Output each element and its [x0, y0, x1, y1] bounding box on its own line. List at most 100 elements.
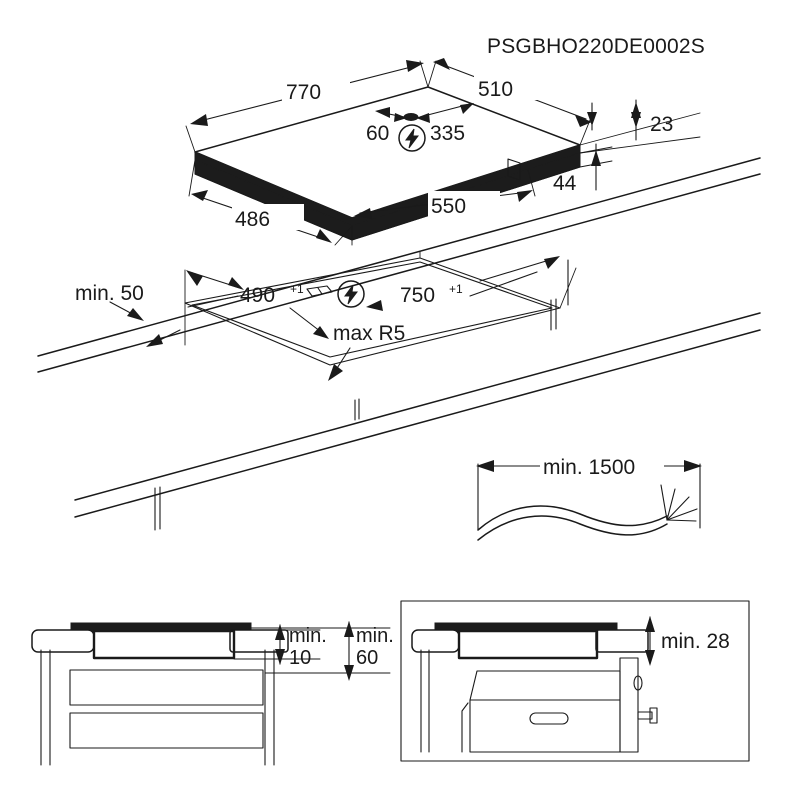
arrow-1500-right — [684, 460, 702, 472]
dim-min60-line2: 60 — [356, 647, 378, 669]
hob-body-section-left — [92, 629, 236, 660]
arrow-510-left — [433, 58, 450, 70]
arrow-486-left — [191, 190, 208, 201]
wire-5 — [666, 519, 697, 522]
arrow-770-left — [190, 114, 208, 126]
arrow-min10-down — [275, 624, 285, 640]
arrow-min50-b — [146, 334, 163, 347]
wire-2 — [666, 488, 676, 521]
dim-min-50: min. 50 — [75, 282, 144, 305]
electrical-connection-icon — [398, 124, 426, 152]
drawer-lower — [69, 712, 264, 749]
dim-23: 23 — [650, 113, 673, 136]
ext-486-b — [334, 225, 353, 246]
junction-box-icon — [306, 285, 333, 297]
oven-right-upright — [619, 657, 639, 753]
dimline-750-upper — [479, 257, 557, 282]
oven-hinge-detail — [633, 675, 643, 691]
arrow-min28-down — [645, 616, 655, 632]
figure-section-drawers: min. 10 min. 60 — [31, 621, 394, 766]
oven-screw-head — [649, 707, 658, 724]
oven-screw-shaft — [637, 711, 653, 720]
dim-490: 490 — [240, 284, 275, 307]
worktop-edge-upper — [37, 157, 761, 357]
cable-upper-line — [477, 505, 668, 531]
arrow-min50 — [127, 308, 144, 321]
arrow-335-right — [460, 103, 474, 114]
arrow-510-right — [575, 115, 592, 127]
ext-23-bot — [579, 136, 701, 154]
figure-section-oven: min. 28 — [400, 600, 750, 762]
oven-left-foot — [461, 702, 469, 753]
ext-770-a — [185, 125, 196, 153]
dimline-750-lower — [469, 271, 538, 297]
figure-hob-isometric: 770 510 60 335 23 — [185, 58, 701, 246]
oven-body — [469, 670, 621, 753]
section-oven-frame — [400, 600, 750, 762]
label-bg-510 — [474, 74, 542, 100]
dim-min10-line2: 10 — [289, 647, 311, 669]
arrow-60-right — [394, 113, 407, 122]
arrow-23-inner — [587, 112, 597, 126]
arrow-490-mid — [228, 277, 244, 290]
arrow-750-right — [544, 256, 560, 269]
dim-550: 550 — [431, 195, 466, 218]
arrow-min60-down — [344, 621, 354, 637]
ext-510-a — [427, 60, 437, 88]
dim-750: 750 — [400, 284, 435, 307]
worktop-front-lower — [74, 329, 761, 518]
dimline-490-lower — [187, 295, 239, 308]
worktop-slab-left — [31, 629, 95, 653]
label-bg-1500 — [540, 453, 664, 479]
dim-min60-line1: min. — [356, 625, 394, 647]
arrow-min28-up — [645, 650, 655, 666]
connection-point-marker — [403, 113, 419, 121]
dim-60: 60 — [366, 122, 389, 145]
ext-770-b — [419, 60, 429, 88]
worktop-slab-left-oven — [411, 629, 460, 653]
drawing-title: PSGBHO220DE0002S — [487, 35, 705, 58]
drawer-upper — [69, 669, 264, 706]
cutout-outline-inner — [191, 261, 553, 358]
arrow-490-up — [186, 270, 203, 286]
oven-vent-slot — [529, 712, 569, 725]
wire-1 — [660, 484, 668, 521]
arrow-550-right — [517, 190, 533, 202]
dim-max-r5: max R5 — [333, 322, 405, 345]
arrow-23-down — [631, 102, 641, 118]
label-bg-770 — [282, 77, 350, 103]
arrow-60-left — [375, 107, 390, 118]
arrow-486-right — [316, 229, 332, 243]
wire-4 — [666, 508, 698, 521]
figure-worktop-cutout: min. 50 490 +1 750 +1 — [37, 157, 761, 531]
dim-min-1500: min. 1500 — [543, 456, 635, 479]
cable-lower-line — [477, 515, 668, 541]
arrow-1500-left — [476, 460, 494, 472]
dim-770: 770 — [286, 81, 321, 104]
ext-23-top — [579, 112, 701, 146]
arrow-750-left — [366, 300, 383, 311]
dim-750-sup: +1 — [449, 282, 463, 296]
ext-486-a — [188, 159, 196, 197]
worktop-slab-right-oven — [595, 629, 649, 653]
ext-510-b — [579, 119, 591, 146]
dim-510: 510 — [478, 78, 513, 101]
worktop-front-upper — [74, 312, 761, 501]
hob-body-section-right — [457, 629, 599, 660]
ext-550-b — [527, 169, 536, 197]
arrow-44-up — [591, 150, 601, 166]
label-bg-550 — [428, 191, 500, 217]
electrical-connection-icon-cutout — [337, 280, 365, 308]
arrow-335-left — [416, 113, 430, 123]
arrow-770-right — [406, 60, 424, 72]
arrow-min10-up — [275, 649, 285, 665]
arrow-550-left — [354, 208, 372, 219]
dim-490-sup: +1 — [290, 282, 304, 296]
arrow-490-down — [313, 326, 329, 339]
figure-mains-cable: min. 1500 — [476, 453, 702, 541]
arrow-maxr5 — [328, 364, 343, 381]
dim-min10-line1: min. — [289, 625, 327, 647]
dim-min-28: min. 28 — [661, 630, 730, 653]
label-bg-486 — [232, 204, 304, 230]
